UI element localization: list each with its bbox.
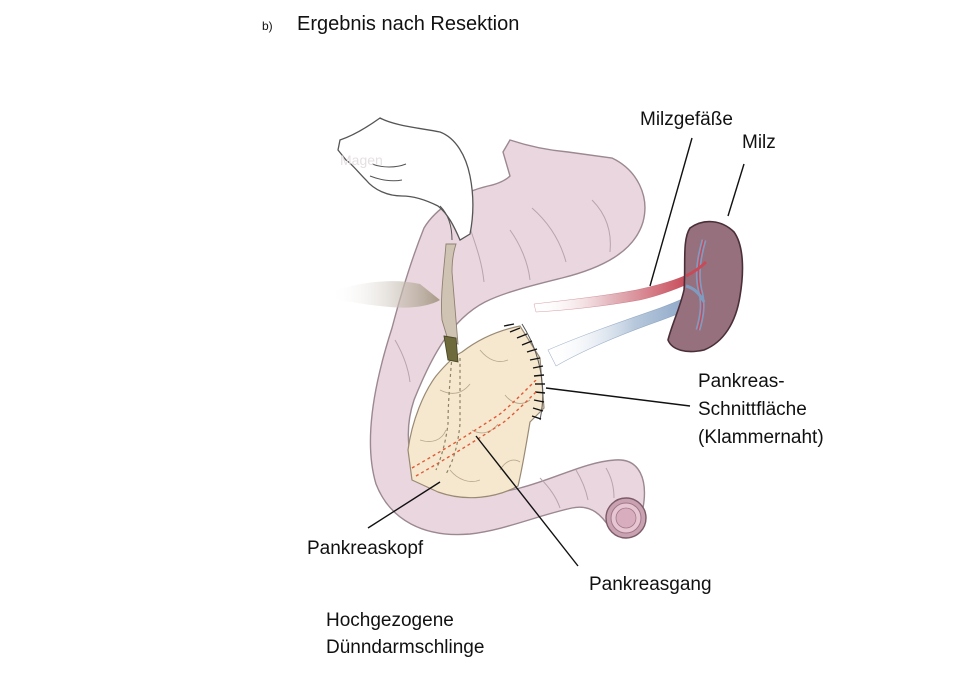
mesentery [330,281,440,308]
spleen [667,220,744,353]
leader-milz [727,163,745,217]
pancreas-remnant [407,325,545,499]
hand-holding-icon [337,117,474,241]
label-schnitt-line3: (Klammernaht) [698,427,824,448]
label-schnitt-line1: Pankreas- [698,371,785,392]
bile-duct-stump [443,335,459,363]
jejunal-loop [369,139,646,536]
leader-pankreaskopf [367,481,441,529]
label-milzgefaesse: Milzgefäße [640,109,733,130]
bowel-lumen [605,497,647,539]
bowel-folds [394,199,615,509]
staple-line [503,323,546,421]
label-schnitt-line2: Schnittfläche [698,399,807,420]
pancreatic-duct [411,379,539,477]
bile-duct [441,243,459,345]
leader-milzgefaesse [649,137,693,287]
leader-schnittflaeche [545,387,691,407]
leader-lines [367,137,745,567]
label-milz: Milz [742,132,776,153]
label-schlinge-line1: Hochgezogene [326,610,454,631]
faint-label: Magen [340,152,383,168]
label-pankreasgang: Pankreasgang [589,574,712,595]
leader-pankreasgang [475,435,579,567]
bile-duct-course [435,355,461,475]
label-schlinge-line2: Dünndarmschlinge [326,637,485,658]
label-pankreaskopf: Pankreaskopf [307,538,424,559]
figure-sub-index: b) [262,19,273,33]
figure-title: Ergebnis nach Resektion [297,13,520,35]
